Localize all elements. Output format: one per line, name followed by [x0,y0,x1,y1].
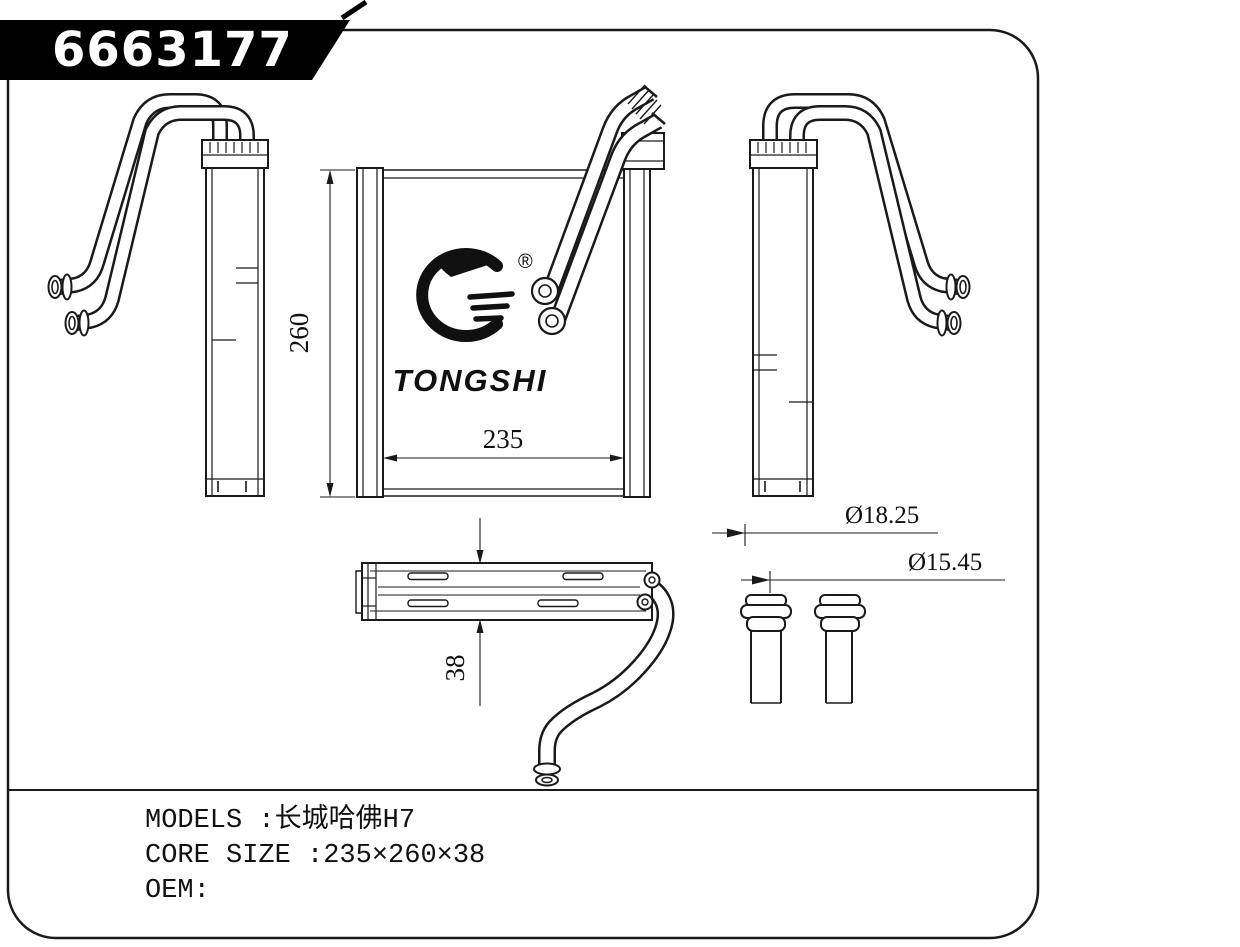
logo-bird-icon [434,254,494,277]
oem-line: OEM: [145,874,485,909]
core-size-label: CORE SIZE : [145,841,324,871]
front-view [356,84,666,498]
pipe-fitting-icon [47,273,90,337]
logo-swoosh-icon [415,248,503,342]
core-size-line: CORE SIZE :235×260×38 [145,839,485,874]
banner-shape [0,20,350,80]
pipe-fitting-icon [936,273,971,337]
pipe-od-label-1: Ø18.25 [845,502,919,529]
oem-label: OEM: [145,876,210,906]
brand-logo: ® TONGSHI [393,248,548,398]
models-label: MODELS : [145,806,275,836]
dimension-pipe-diameters: Ø18.25 Ø15.45 [712,502,1005,593]
dimension-core-depth: 38 [440,518,484,706]
models-line: MODELS :长城哈佛H7 [145,804,485,839]
part-number-text: 6663177 [52,22,293,78]
part-number-banner: 6663177 [0,0,368,80]
pipe-od-label-2: Ø15.45 [908,549,982,576]
top-view [355,562,675,787]
models-value: 长城哈佛H7 [274,806,416,836]
pipe-end-detail [740,594,866,704]
pipe-cut-hatch [627,84,666,125]
dim-260-label: 260 [284,313,314,354]
dimension-core-height: 260 [284,169,355,498]
dim-38-label: 38 [440,655,470,682]
dimension-core-width: 235 [383,424,624,462]
registered-mark: ® [518,251,533,273]
banner-slash-icon [340,0,368,21]
info-block: MODELS :长城哈佛H7 CORE SIZE :235×260×38 OEM… [145,804,485,909]
dim-235-label: 235 [483,424,524,454]
right-side-view [749,93,971,497]
left-side-view [47,93,269,497]
core-size-value: 235×260×38 [323,841,486,871]
brand-text: TONGSHI [393,363,548,398]
